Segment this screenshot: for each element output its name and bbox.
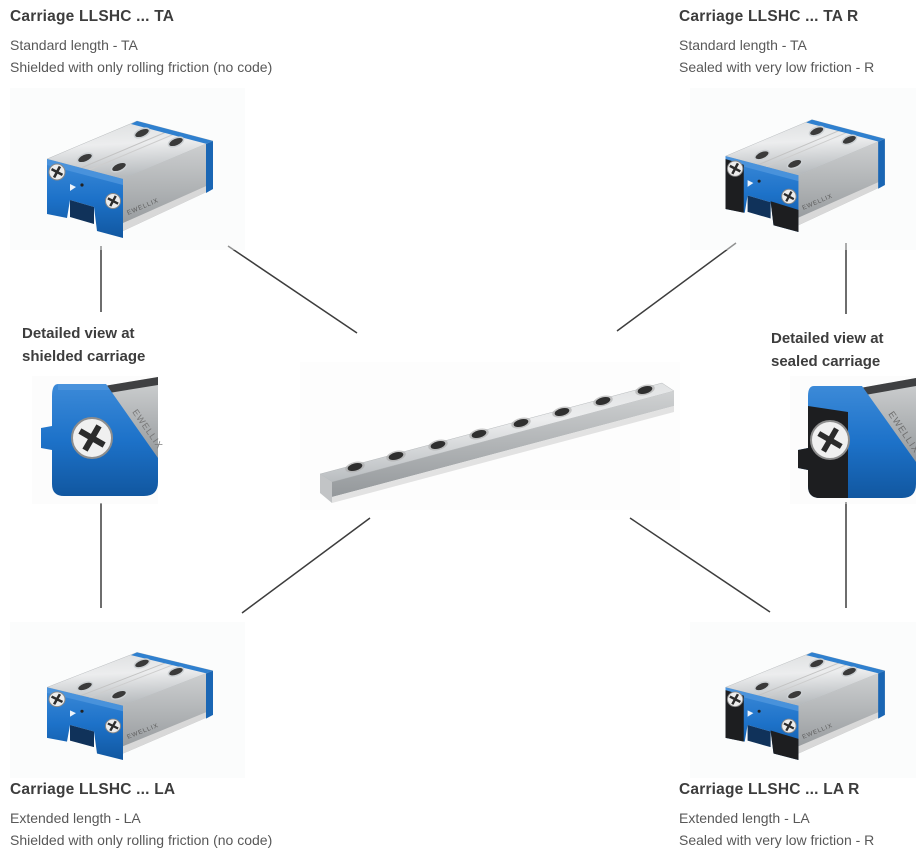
rail-image [300, 362, 680, 510]
carriage-ta-image [10, 88, 245, 250]
detail-label-line: sealed carriage [771, 353, 881, 370]
variant-length: Standard length - TA [10, 37, 138, 53]
connector-line-rail-top-right [616, 242, 737, 332]
phillips-screw-icon [71, 417, 113, 459]
variant-card-top-left: Carriage LLSHC ... TA Standard length - … [10, 8, 430, 78]
detail-label-sealed: Detailed view at sealed carriage [771, 327, 916, 373]
variant-title: Carriage LLSHC ... LA [10, 781, 176, 798]
detail-label-line: Detailed view at [771, 330, 884, 347]
connector-line-rail-top-left [227, 245, 358, 334]
phillips-screw-icon [810, 420, 850, 460]
variant-sealing: Sealed with very low friction - R [679, 831, 875, 848]
connector-line-rail-bottom-right [629, 517, 771, 613]
variant-card-bottom-left: Carriage LLSHC ... LA Extended length - … [10, 781, 430, 851]
variant-sealing: Sealed with very low friction - R [679, 58, 875, 75]
detail-sealed-image: EWELLIX [790, 376, 916, 504]
carriage-la-image [10, 622, 245, 778]
detail-label-line: Detailed view at [22, 325, 135, 342]
variant-title: Carriage LLSHC ... LA R [679, 781, 860, 798]
variant-length: Extended length - LA [10, 810, 141, 826]
variant-card-bottom-right: Carriage LLSHC ... LA R Extended length … [679, 781, 914, 851]
variant-card-top-right: Carriage LLSHC ... TA R Standard length … [679, 8, 914, 78]
variant-sealing: Shielded with only rolling friction (no … [10, 831, 273, 848]
detail-shielded-image: EWELLIX [32, 376, 165, 504]
connector-lines [100, 242, 847, 614]
variant-length: Standard length - TA [679, 37, 807, 53]
carriage-la-r-image [690, 622, 916, 778]
detail-label-line: shielded carriage [22, 348, 146, 365]
detail-label-shielded: Detailed view at shielded carriage [22, 322, 202, 368]
variant-title: Carriage LLSHC ... TA [10, 8, 175, 25]
variant-length: Extended length - LA [679, 810, 810, 826]
rail-mounting-holes [345, 384, 655, 473]
variant-sealing: Shielded with only rolling friction (no … [10, 58, 273, 75]
carriage-ta-r-image [690, 88, 916, 250]
variant-title: Carriage LLSHC ... TA R [679, 8, 859, 25]
connector-line-rail-bottom-left [241, 517, 371, 614]
